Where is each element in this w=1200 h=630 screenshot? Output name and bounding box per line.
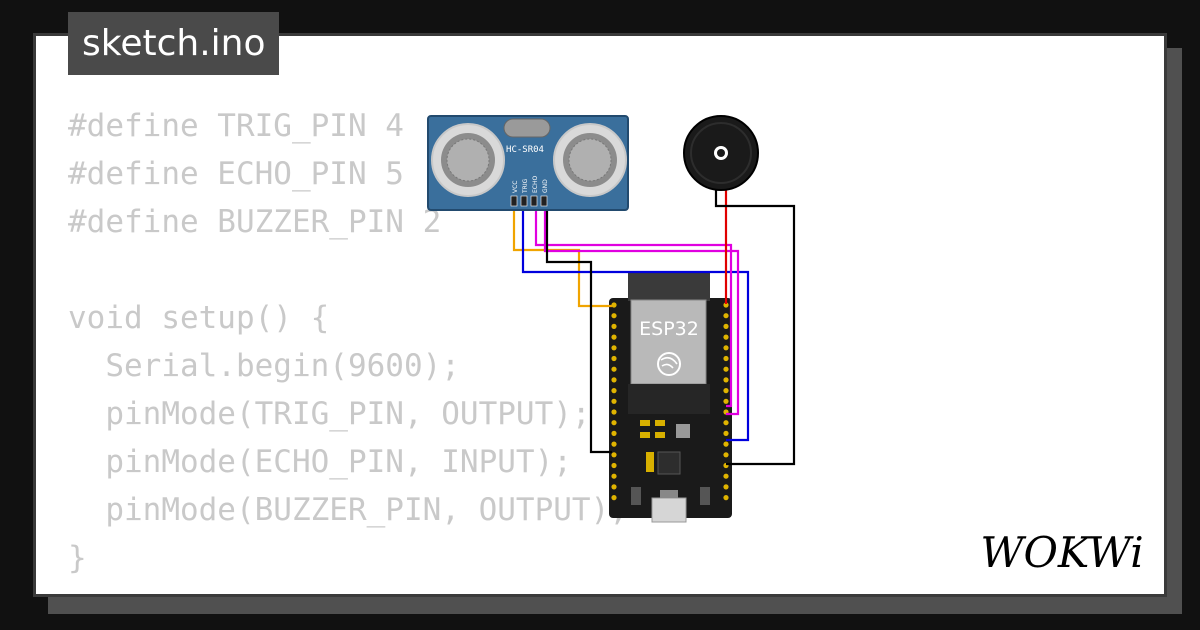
header-pin[interactable] bbox=[611, 462, 617, 469]
en-button[interactable] bbox=[631, 487, 641, 505]
sensor-pin-label: ECHO bbox=[532, 176, 539, 193]
code-editor: #define TRIG_PIN 4 #define ECHO_PIN 5 #def… bbox=[68, 102, 628, 582]
esp32-board-icon[interactable]: ESP32 bbox=[609, 273, 732, 523]
esp32-label: ESP32 bbox=[639, 318, 699, 340]
header-pin[interactable] bbox=[723, 388, 729, 394]
wire-echo-return bbox=[543, 206, 740, 416]
code-line: #define TRIG_PIN 4 bbox=[68, 108, 404, 144]
sensor-pin[interactable] bbox=[530, 195, 538, 207]
header-pin[interactable] bbox=[723, 323, 729, 329]
header-pin[interactable] bbox=[723, 452, 729, 458]
header-pin[interactable] bbox=[723, 430, 729, 436]
header-pin[interactable] bbox=[723, 420, 729, 426]
header-pin[interactable] bbox=[611, 398, 617, 404]
usb-port-icon bbox=[651, 497, 687, 523]
header-pin[interactable] bbox=[723, 377, 729, 383]
sensor-pin-label: VCC bbox=[512, 181, 519, 193]
header-pin[interactable] bbox=[611, 430, 617, 436]
header-pin[interactable] bbox=[611, 452, 617, 458]
filename-tab[interactable]: sketch.ino bbox=[68, 12, 280, 75]
espressif-logo-icon bbox=[657, 352, 681, 376]
sensor-label: HC-SR04 bbox=[506, 145, 544, 155]
code-line: Serial.begin(9600); bbox=[68, 348, 460, 384]
header-pin[interactable] bbox=[611, 409, 617, 415]
sensor-pin[interactable] bbox=[510, 195, 518, 207]
header-pin[interactable] bbox=[611, 388, 617, 394]
header-pin[interactable] bbox=[723, 313, 729, 319]
header-pin[interactable] bbox=[611, 420, 617, 426]
header-pin[interactable] bbox=[611, 345, 617, 351]
wokwi-logo-text: WOKWi bbox=[980, 528, 1143, 577]
header-pin[interactable] bbox=[723, 355, 729, 362]
header-pin[interactable] bbox=[723, 345, 729, 351]
header-pin[interactable] bbox=[611, 323, 617, 329]
header-pin[interactable] bbox=[723, 334, 729, 340]
header-pin[interactable] bbox=[611, 313, 617, 319]
header-pin[interactable] bbox=[723, 473, 729, 479]
header-pin[interactable] bbox=[723, 366, 729, 372]
code-line: pinMode(ECHO_PIN, INPUT); bbox=[68, 444, 572, 480]
header-pin[interactable] bbox=[723, 302, 729, 308]
wire-vcc bbox=[512, 206, 612, 308]
code-line: pinMode(BUZZER_PIN, OUTPUT); bbox=[68, 492, 628, 528]
header-pin[interactable] bbox=[611, 495, 617, 501]
wire-buzzer-gnd bbox=[714, 188, 796, 466]
header-pin[interactable] bbox=[723, 441, 729, 447]
code-line: void setup() { bbox=[68, 300, 330, 336]
header-pin[interactable] bbox=[723, 495, 729, 501]
sensor-pin-label: TRIG bbox=[522, 178, 529, 194]
sensor-pin[interactable] bbox=[520, 195, 528, 207]
wire-echo bbox=[534, 206, 733, 408]
esp32-right-pins bbox=[723, 302, 729, 501]
header-pin[interactable] bbox=[723, 484, 729, 490]
code-line: #define BUZZER_PIN 2 bbox=[68, 204, 442, 240]
header-pin[interactable] bbox=[611, 302, 617, 308]
header-pin[interactable] bbox=[611, 334, 617, 340]
code-line: } bbox=[68, 540, 87, 576]
header-pin[interactable] bbox=[611, 473, 617, 479]
header-pin[interactable] bbox=[611, 377, 617, 383]
header-pin[interactable] bbox=[611, 366, 617, 372]
header-pin[interactable] bbox=[611, 441, 617, 447]
header-pin[interactable] bbox=[611, 484, 617, 490]
buzzer-icon[interactable] bbox=[683, 115, 759, 191]
esp32-left-pins bbox=[611, 302, 617, 501]
wires bbox=[512, 188, 796, 466]
sensor-pin-label: GND bbox=[542, 179, 549, 193]
header-pin[interactable] bbox=[723, 398, 729, 404]
code-line: pinMode(TRIG_PIN, OUTPUT); bbox=[68, 396, 591, 432]
wire-trig bbox=[521, 206, 750, 442]
sensor-pin[interactable] bbox=[540, 195, 548, 207]
header-pin[interactable] bbox=[611, 355, 617, 362]
wokwi-logo: WOKWi bbox=[980, 528, 1143, 577]
boot-button[interactable] bbox=[700, 487, 710, 505]
code-line: #define ECHO_PIN 5 bbox=[68, 156, 404, 192]
wire-gnd bbox=[545, 206, 612, 454]
